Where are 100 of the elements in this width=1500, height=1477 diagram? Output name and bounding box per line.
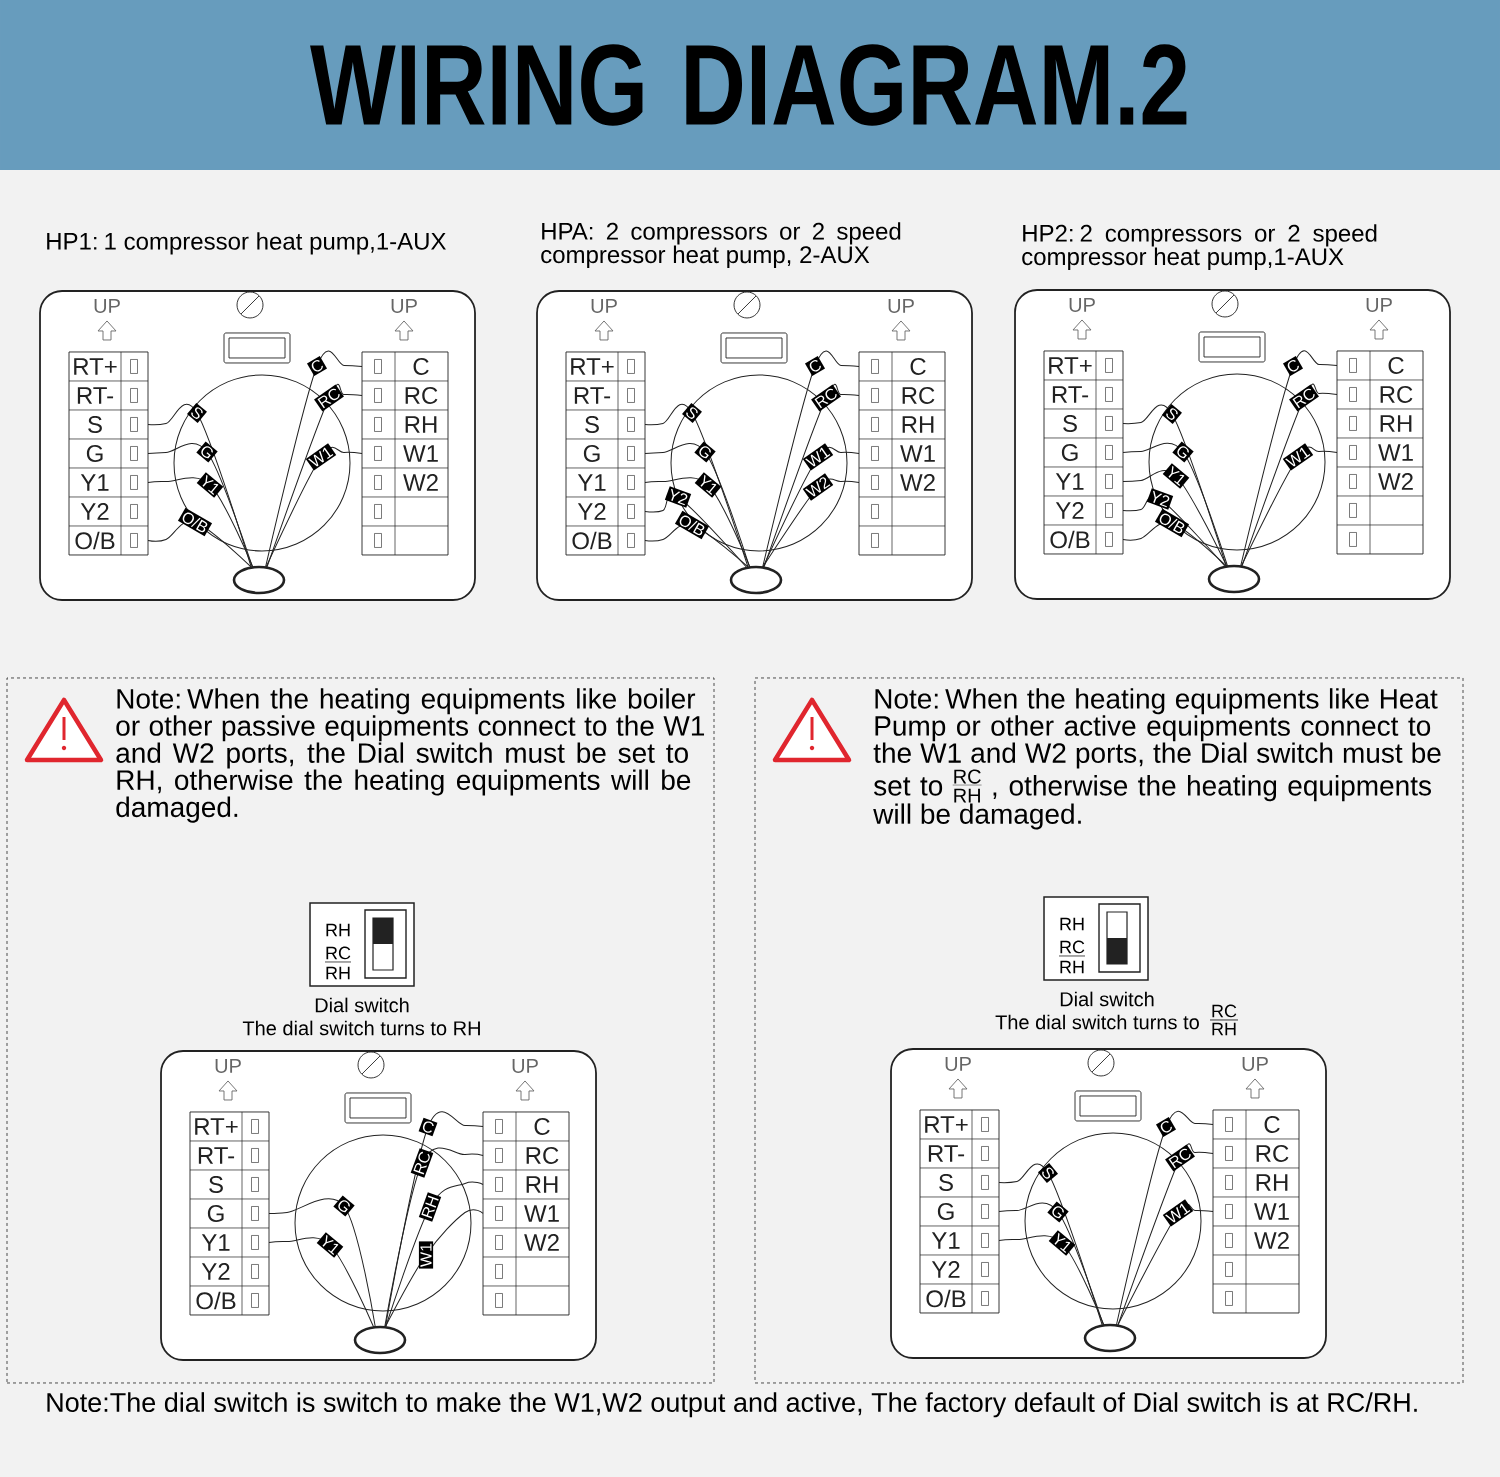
terminal-label: S [939,1174,953,1191]
terminal-label: W2 [403,474,438,491]
wire-tag: O/B [1154,508,1190,538]
panel-caption: HP2: 2 compressors or 2 speed compressor heat pump,1-AUX [1022,224,1377,270]
terminal-label: Y2 [577,503,606,520]
terminal-label: G [207,1205,224,1222]
terminal-label: Y1 [80,474,109,491]
terminal-label: W2 [524,1234,559,1251]
up-label: UP [512,1059,538,1073]
node-label: the W1 and W2 ports, the Dial switch must be [873,742,1441,769]
terminal-label: O/B [196,1291,236,1310]
wire-tag: G [196,441,218,463]
terminal-label: C [1264,1116,1280,1133]
terminal-label: C [1388,357,1404,374]
wire-tag: Y1 [196,472,224,498]
wire-tag: O/B [177,507,213,537]
terminal-label: W1 [1254,1203,1289,1220]
up-label: UP [391,299,417,313]
wire-tag: C [1283,356,1304,376]
node-label: Pump or other active equipments connect to [875,715,1431,742]
up-label: UP [1242,1057,1268,1071]
node-label: RH [954,788,980,803]
panel-caption: HP1: 1 compressor heat pump,1-AUX [47,232,446,255]
terminal-label: W2 [900,474,935,491]
terminal-label: C [534,1118,550,1135]
terminal-label: G [937,1203,954,1220]
wire-tag: S [682,402,702,423]
terminal-label: Y2 [931,1261,960,1278]
terminal-label: RT- [198,1147,235,1164]
wire-tag: W1 [802,443,834,471]
terminal-label: RH [526,1176,558,1193]
terminal-label: RT+ [1049,357,1092,374]
up-label: UP [1069,298,1095,312]
wire-tag: C [418,1117,438,1137]
wire-tag: S [1038,1163,1059,1183]
terminal-label: O/B [1050,530,1090,549]
terminal-label: RC [902,387,935,404]
terminal-label: RT- [928,1145,965,1162]
wire-tag: W1 [1162,1199,1194,1227]
terminal-label: Y1 [201,1234,230,1251]
terminal-label: RC [405,387,438,404]
terminal-label: RH [1256,1174,1288,1191]
terminal-label: Y2 [1055,502,1084,519]
terminal-label: RT+ [74,358,117,375]
node-label: set to [873,777,943,796]
node-label: RC [954,769,981,784]
wire-tag: Y2 [664,486,692,508]
terminal-label: RH [1380,415,1412,432]
wire-tag: RC [1289,384,1319,412]
wire-tag: G [1047,1201,1069,1223]
terminal-label: RC [1256,1145,1289,1162]
terminal-label: W1 [1378,444,1413,461]
terminal-label: C [910,358,926,375]
terminal-label: G [583,445,600,462]
wire-tag: RC [314,384,344,412]
terminal-label: RH [405,416,437,433]
wire-tag: Y1 [694,472,722,498]
terminal-label: S [209,1176,223,1193]
title-banner: WIRING DIAGRAM.2 [0,0,1500,170]
terminal-label: Y1 [1055,473,1084,490]
terminal-label: O/B [926,1289,966,1308]
wire-tag: G [694,441,716,463]
wire-tag: G [1172,441,1194,463]
switch-caption: The dial switch turns to RH [242,1020,480,1036]
wire-tag: Y1 [1162,463,1190,489]
terminal-label: O/B [572,531,612,550]
terminal-label: RT+ [571,358,614,375]
terminal-label: O/B [75,531,115,550]
node-label: Note: When the heating equipments like Heat [875,688,1438,715]
terminal-label: RT+ [925,1116,968,1133]
terminal-label: RT- [574,387,611,404]
wire-tag: RC [811,384,841,412]
terminal-label: S [1063,415,1077,432]
up-label: UP [94,299,120,313]
terminal-label: W1 [403,445,438,462]
terminal-label: W1 [524,1205,559,1222]
wire-tag: RH [418,1192,442,1222]
terminal-label: Y1 [577,474,606,491]
wire-tag: O/B [674,510,710,540]
terminal-label: RT+ [195,1118,238,1135]
terminal-label: W2 [1378,473,1413,490]
terminal-label: RC [526,1147,559,1164]
terminal-label: Y1 [931,1232,960,1249]
footnote-text: Note:The dial switch is switch to make the W1,W2 output and active, The factory default of Dial switch is at RC/RH. [47,1392,1417,1418]
terminal-label: C [413,358,429,375]
terminal-label: Y2 [201,1263,230,1280]
up-label: UP [591,299,617,313]
panel-caption: HPA: 2 compressors or 2 speed compressor heat pump, 2-AUX [541,222,901,268]
node-label: will be damaged. [873,803,1081,830]
up-label: UP [1366,298,1392,312]
wire-tag: W2 [802,473,834,501]
terminal-label: S [88,416,102,433]
wire-tag: C [805,356,826,376]
terminal-label: S [585,416,599,433]
wire-tag: S [187,402,207,423]
terminal-label: G [1061,444,1078,461]
terminal-label: RH [902,416,934,433]
up-label: UP [888,299,914,313]
up-label: UP [215,1059,241,1073]
wire-tag: W1 [305,443,337,471]
